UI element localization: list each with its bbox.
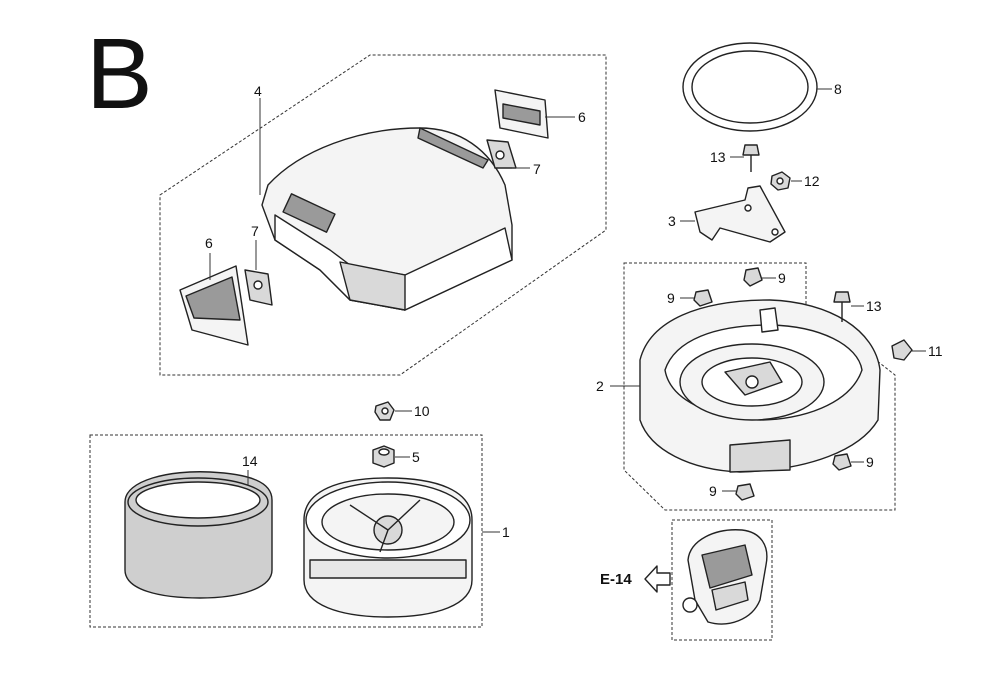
grommet-9-c [832,453,852,471]
air-cleaner-cover [261,127,513,311]
section-letter: B [86,18,153,130]
arrow-left-outline-icon [644,565,671,593]
callout-6-right: 6 [578,109,586,125]
callout-4: 4 [254,83,262,99]
callout-8: 8 [834,81,842,97]
callout-2: 2 [596,378,604,394]
nut-10 [374,401,395,421]
air-cleaner-case [639,299,881,473]
reference-label: E-14 [600,571,632,588]
callout-9-top: 9 [778,270,786,286]
reference-frame [671,519,773,641]
callout-11: 11 [928,343,943,359]
element-group-frame [89,434,483,628]
grommet-11 [891,339,913,361]
bolt-13-right [833,291,851,322]
callout-9-left: 9 [667,290,675,306]
callout-12: 12 [804,173,820,189]
callout-7-right: 7 [533,161,541,177]
callout-10: 10 [414,403,430,419]
callout-14: 14 [242,453,258,469]
cover-group-frame [159,54,607,376]
nut-12 [770,171,791,191]
elbow-part [682,529,768,625]
callout-13-top: 13 [710,149,726,165]
grommet-9-d [735,483,755,501]
nut-5 [372,445,395,468]
latch-right [494,89,549,139]
callout-5: 5 [412,449,420,465]
callout-7-left: 7 [251,223,259,239]
callout-9-right: 9 [866,454,874,470]
grommet-9-a [743,267,763,287]
callout-9-bottom: 9 [709,483,717,499]
latch-left [179,265,249,346]
gasket-ring [682,42,818,132]
callout-1: 1 [502,524,510,540]
clip-left [244,269,273,306]
callout-6-left: 6 [205,235,213,251]
paper-element [303,477,473,618]
callout-3: 3 [668,213,676,229]
bracket [694,185,786,243]
callout-13-right: 13 [866,298,882,314]
grommet-9-b [693,289,713,307]
foam-element [124,471,273,599]
bolt-13-top [742,144,760,172]
